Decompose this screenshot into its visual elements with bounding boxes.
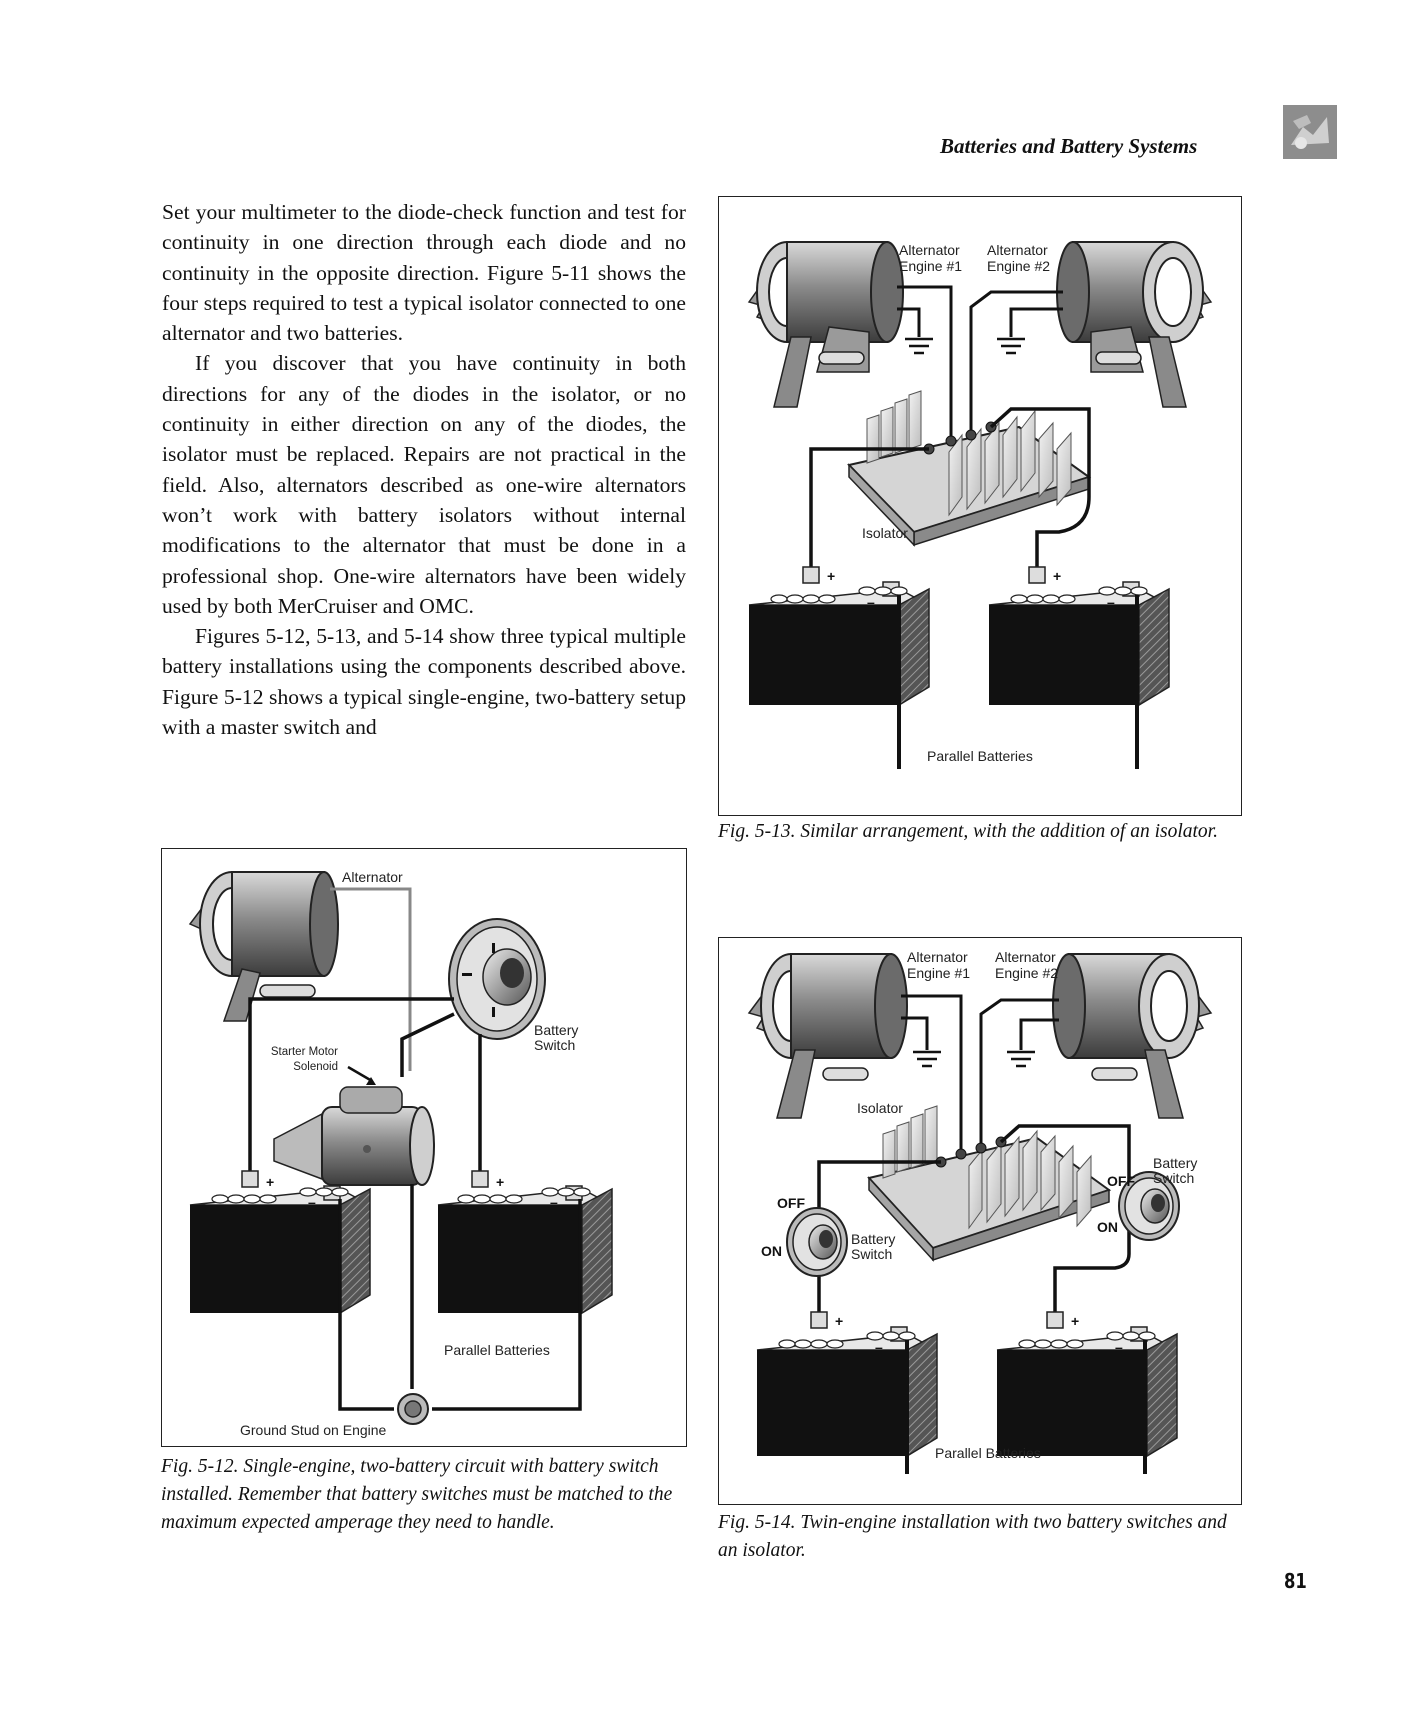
svg-text:+: + xyxy=(1053,568,1061,584)
figure-5-12: +– +– Alternator Battery xyxy=(161,848,687,1447)
battery-left: +– xyxy=(756,1311,938,1458)
label-alt1: Alternator xyxy=(899,242,960,258)
alternator-right xyxy=(1052,953,1213,1119)
label-solenoid: Solenoid xyxy=(293,1061,338,1073)
label-alt2: Engine #2 xyxy=(995,965,1058,981)
svg-text:+: + xyxy=(496,1174,504,1190)
figure-5-13: +– +– Alternator Engine #1 Alternator En… xyxy=(718,196,1242,816)
isolator-diagram: +– +– Alternator Engine #1 Alternator En… xyxy=(747,240,1213,769)
svg-text:–: – xyxy=(1115,1339,1123,1355)
body-text: Set your multimeter to the diode-check f… xyxy=(162,197,686,742)
page-number: 81 xyxy=(1284,1569,1307,1593)
svg-text:+: + xyxy=(1071,1313,1079,1329)
starter-motor xyxy=(273,1086,435,1186)
paragraph: Set your multimeter to the diode-check f… xyxy=(162,200,686,346)
label-alt2: Engine #2 xyxy=(987,258,1050,274)
label-off-left: OFF xyxy=(777,1195,805,1211)
label-switch-right: Switch xyxy=(1153,1170,1194,1186)
alternator-wires xyxy=(901,994,1059,1162)
label-on-right: ON xyxy=(1097,1219,1118,1235)
switch-wires xyxy=(817,1124,1131,1322)
ground-wires xyxy=(338,1184,582,1411)
svg-text:–: – xyxy=(308,1194,316,1210)
label-ground-stud: Ground Stud on Engine xyxy=(240,1422,387,1438)
alternator-left xyxy=(747,240,904,408)
label-alt1: Engine #1 xyxy=(907,965,970,981)
ground-symbols xyxy=(905,337,1025,355)
label-isolator: Isolator xyxy=(862,525,908,541)
battery-switch-right[interactable] xyxy=(1118,1171,1180,1241)
battery-right: +– xyxy=(437,1170,613,1315)
label-battery-switch: Battery xyxy=(534,1022,578,1038)
ground-stud xyxy=(397,1393,429,1425)
negative-leads xyxy=(897,595,1139,769)
svg-text:+: + xyxy=(827,568,835,584)
isolator xyxy=(867,1105,1112,1262)
battery-wires xyxy=(809,407,1091,575)
twin-engine-diagram: +– +– Alternator Engine #1 Alternator En… xyxy=(747,949,1213,1474)
battery-right: +– xyxy=(996,1311,1178,1458)
paragraph: Figures 5-12, 5-13, and 5-14 show three … xyxy=(162,624,686,740)
label-batteries: Parallel Batteries xyxy=(444,1342,550,1358)
svg-text:–: – xyxy=(1107,594,1115,610)
svg-text:–: – xyxy=(867,594,875,610)
battery-left: +– xyxy=(748,566,930,707)
label-isolator: Isolator xyxy=(857,1100,903,1116)
negative-leads xyxy=(905,1340,1147,1474)
solenoid-arrow xyxy=(347,1065,376,1085)
caption-fig-5-12: Fig. 5-12. Single-engine, two-battery ci… xyxy=(161,1456,673,1533)
ground-symbols xyxy=(913,1050,1035,1068)
figure-5-14: +– +– Alternator Engine #1 Alternator En… xyxy=(718,937,1242,1505)
alternator xyxy=(188,871,339,1022)
label-switch-left: Battery xyxy=(851,1231,895,1247)
label-off-right: OFF xyxy=(1107,1173,1135,1189)
alternator-right xyxy=(1056,240,1213,408)
battery-left: +– xyxy=(189,1170,371,1315)
paragraph: If you discover that you have continuity… xyxy=(162,351,686,618)
label-alternator: Alternator xyxy=(342,869,403,885)
label-batteries: Parallel Batteries xyxy=(927,748,1033,764)
label-battery-switch: Switch xyxy=(534,1037,575,1053)
battery-switch[interactable] xyxy=(448,918,546,1040)
label-alt1: Engine #1 xyxy=(899,258,962,274)
label-alt1: Alternator xyxy=(907,949,968,965)
alternator-wire xyxy=(330,887,412,1071)
single-engine-diagram: +– +– Alternator Battery xyxy=(188,869,613,1438)
label-batteries: Parallel Batteries xyxy=(935,1445,1041,1461)
main-wires xyxy=(248,997,482,1184)
battery-switch-left[interactable] xyxy=(786,1207,848,1277)
chapter-thumb-icon xyxy=(1283,105,1337,159)
running-head: Batteries and Battery Systems xyxy=(940,134,1198,158)
alternator-left xyxy=(747,953,908,1119)
caption-fig-5-14: Fig. 5-14. Twin-engine installation with… xyxy=(718,1512,1227,1561)
svg-text:+: + xyxy=(266,1174,274,1190)
caption-fig-5-13: Fig. 5-13. Similar arrangement, with the… xyxy=(718,821,1218,842)
battery-right: +– xyxy=(988,566,1170,707)
alternator-wires xyxy=(897,285,1063,452)
label-switch-left: Switch xyxy=(851,1246,892,1262)
label-on-left: ON xyxy=(761,1243,782,1259)
label-alt2: Alternator xyxy=(987,242,1048,258)
svg-text:–: – xyxy=(550,1194,558,1210)
label-solenoid: Starter Motor xyxy=(271,1046,338,1058)
isolator xyxy=(847,390,1092,547)
svg-text:–: – xyxy=(875,1339,883,1355)
svg-text:+: + xyxy=(835,1313,843,1329)
label-switch-right: Battery xyxy=(1153,1155,1197,1171)
label-alt2: Alternator xyxy=(995,949,1056,965)
